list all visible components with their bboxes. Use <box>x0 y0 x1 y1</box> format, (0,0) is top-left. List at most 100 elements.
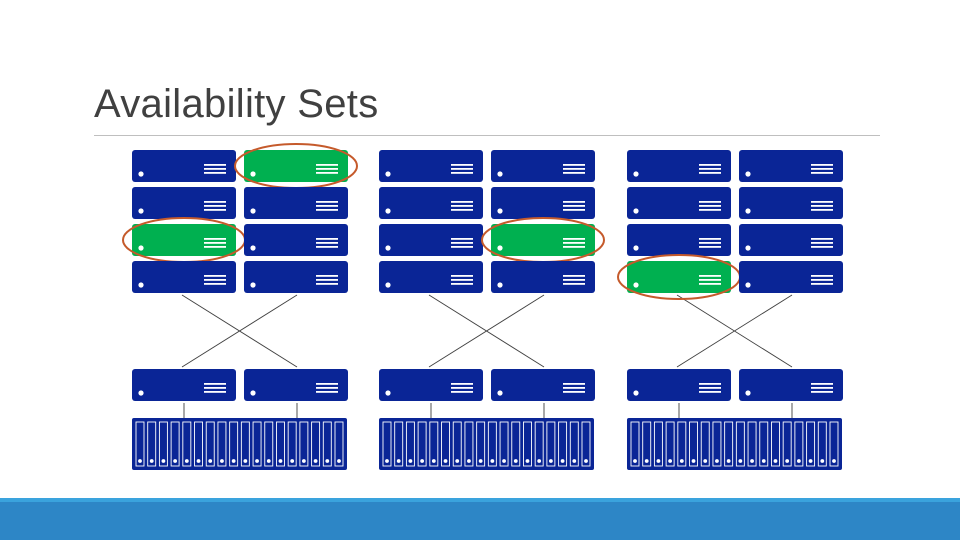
storage-drive-slot <box>558 421 568 467</box>
network-switch-icon <box>491 369 595 401</box>
server-body <box>132 261 236 293</box>
server-icon <box>379 150 483 182</box>
server-power-light <box>138 245 144 251</box>
storage-drive-light <box>220 459 224 463</box>
server-vent-line <box>563 246 585 248</box>
server-icon <box>132 261 236 293</box>
storage-drive-slot <box>252 421 262 467</box>
network-link <box>181 294 298 368</box>
server-vent-line <box>316 164 338 166</box>
storage-drive-light <box>490 459 495 463</box>
storage-drive-slot <box>452 421 462 467</box>
server-power-light <box>385 245 391 251</box>
highlighted-server-icon <box>132 224 236 256</box>
server-vent-line <box>811 242 833 244</box>
server-body <box>739 150 843 182</box>
racks-group <box>122 143 843 470</box>
server-power-light <box>138 208 144 214</box>
storage-drive-light <box>761 459 766 463</box>
storage-drive-light <box>691 459 696 463</box>
server-icon <box>244 187 348 219</box>
server-power-light <box>138 390 144 396</box>
server-vent-line <box>811 164 833 166</box>
server-vent-line <box>699 242 721 244</box>
storage-drive-slot <box>276 421 285 467</box>
storage-drive-light <box>184 459 189 463</box>
storage-drive-slot <box>546 421 556 467</box>
server-vent-line <box>811 383 833 385</box>
server-vent-line <box>811 279 833 281</box>
highlighted-server-icon <box>244 150 348 182</box>
server-vent-line <box>451 275 473 277</box>
server-power-light <box>250 208 256 214</box>
storage-drive-slot <box>630 421 640 467</box>
storage-drive-light <box>796 459 801 463</box>
storage-drive-slot <box>759 421 769 467</box>
server-power-light <box>250 390 256 396</box>
server-vent-line <box>316 387 338 389</box>
storage-drive-slot <box>523 421 532 467</box>
storage-drive-slot <box>441 421 450 467</box>
server-vent-line <box>563 383 585 385</box>
storage-drive-light <box>455 459 460 463</box>
server-power-light <box>745 208 751 214</box>
storage-drive-light <box>278 459 283 463</box>
server-icon <box>379 224 483 256</box>
server-vent-line <box>563 242 585 244</box>
storage-drive-slot <box>170 421 180 467</box>
server-vent-line <box>204 172 226 174</box>
storage-drive-slot <box>499 421 509 467</box>
server-vent-line <box>699 168 721 170</box>
network-link <box>676 294 793 368</box>
storage-drive-slot <box>322 421 332 467</box>
server-icon <box>491 187 595 219</box>
storage-drive-light <box>750 459 754 463</box>
storage-drive-light <box>301 459 306 463</box>
storage-drive-slot <box>724 421 734 467</box>
network-switch-icon <box>379 369 483 401</box>
storage-drive-light <box>820 459 825 463</box>
server-body <box>627 261 731 293</box>
storage-drive-light <box>149 459 154 463</box>
server-body <box>627 369 731 401</box>
storage-drive-slot <box>534 421 544 467</box>
storage-drive-slot <box>581 421 591 467</box>
storage-drive-slot <box>135 421 145 467</box>
server-body <box>244 150 348 182</box>
server-power-light <box>497 282 503 288</box>
server-power-light <box>385 390 391 396</box>
storage-drive-light <box>502 459 506 463</box>
server-power-light <box>497 245 503 251</box>
storage-drive-slot <box>476 421 486 467</box>
server-vent-line <box>204 391 226 393</box>
server-power-light <box>138 282 144 288</box>
server-body <box>379 187 483 219</box>
storage-drive-slot <box>689 421 698 467</box>
server-vent-line <box>316 391 338 393</box>
server-body <box>739 261 843 293</box>
storage-drive-slot <box>511 421 521 467</box>
server-vent-line <box>451 391 473 393</box>
storage-drive-light <box>420 459 425 463</box>
server-body <box>627 150 731 182</box>
storage-drive-slot <box>429 421 439 467</box>
server-power-light <box>250 282 256 288</box>
storage-drive-slot <box>487 421 497 467</box>
storage-drive-slot <box>665 421 675 467</box>
network-switch-icon <box>244 369 348 401</box>
server-vent-line <box>563 238 585 240</box>
server-vent-line <box>204 279 226 281</box>
server-power-light <box>497 171 503 177</box>
highlighted-server-icon <box>491 224 595 256</box>
slide-title: Availability Sets <box>94 82 379 126</box>
server-power-light <box>385 208 391 214</box>
server-vent-line <box>451 279 473 281</box>
server-icon <box>379 261 483 293</box>
server-body <box>132 369 236 401</box>
server-body <box>132 224 236 256</box>
storage-drive-light <box>173 459 178 463</box>
storage-drive-slot <box>158 421 168 467</box>
server-body <box>739 369 843 401</box>
storage-drive-slot <box>182 421 192 467</box>
server-icon <box>739 150 843 182</box>
